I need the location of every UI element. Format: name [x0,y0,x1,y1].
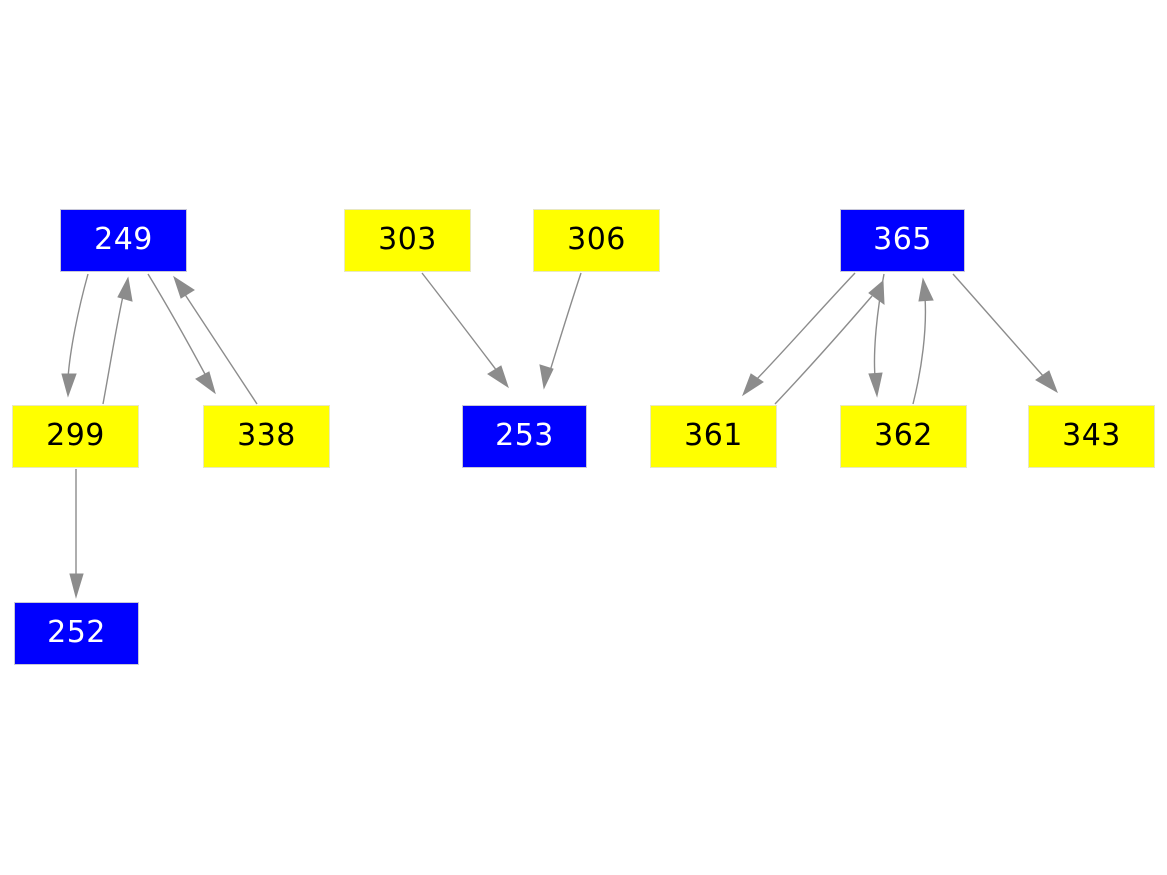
arrowhead-icon [69,573,84,599]
arrowhead-icon [868,372,883,398]
edge-line [147,273,207,377]
edge-line [67,273,89,379]
node-label: 299 [46,417,105,453]
graph-node-362[interactable]: 362 [840,405,967,468]
graph-edge-249-to-338 [147,273,216,395]
graph-node-365[interactable]: 365 [840,209,965,272]
edge-line [421,272,498,372]
arrowhead-icon [918,277,934,302]
graph-node-249[interactable]: 249 [60,209,187,272]
graph-edge-306-to-253 [539,272,582,390]
graph-node-306[interactable]: 306 [533,209,660,272]
node-label: 343 [1062,417,1121,453]
graph-node-338[interactable]: 338 [203,405,330,468]
edge-line [873,273,885,378]
graph-edge-365-to-361 [741,272,856,397]
node-label: 306 [567,221,626,257]
arrowhead-icon [741,373,764,397]
node-label: 365 [873,221,932,257]
graph-edge-365-to-343 [952,273,1058,394]
edge-line [774,295,873,405]
edge-line [183,292,258,405]
node-label: 338 [237,417,296,453]
arrowhead-icon [539,364,554,390]
graph-node-252[interactable]: 252 [14,602,139,665]
arrowhead-icon [487,365,509,389]
arrowhead-icon [117,276,133,302]
edge-line [102,295,124,405]
node-label: 362 [874,417,933,453]
graph-edge-361-to-365 [774,279,885,405]
graph-edge-303-to-253 [421,272,509,389]
node-label: 249 [94,221,153,257]
edge-line [952,273,1045,378]
node-label: 253 [495,417,554,453]
arrowhead-icon [173,275,195,299]
graph-node-253[interactable]: 253 [462,405,587,468]
graph-node-343[interactable]: 343 [1028,405,1155,468]
graph-edge-249-to-299 [61,273,89,398]
node-label: 361 [684,417,743,453]
graph-edge-299-to-249 [102,276,133,405]
arrowhead-icon [61,373,77,398]
edge-line [755,272,856,381]
node-label: 252 [47,614,106,650]
graph-edge-338-to-249 [173,275,258,405]
graph-edge-362-to-365 [912,277,934,405]
arrowhead-icon [868,279,885,306]
graph-node-303[interactable]: 303 [344,209,471,272]
node-label: 303 [378,221,437,257]
graph-edge-365-to-362 [868,273,885,398]
graph-node-361[interactable]: 361 [650,405,777,468]
arrowhead-icon [195,371,216,395]
graph-node-299[interactable]: 299 [12,405,139,468]
arrowhead-icon [1035,370,1058,394]
edge-line [549,272,582,372]
edge-line [912,296,927,405]
graph-edge-299-to-252 [69,468,84,599]
